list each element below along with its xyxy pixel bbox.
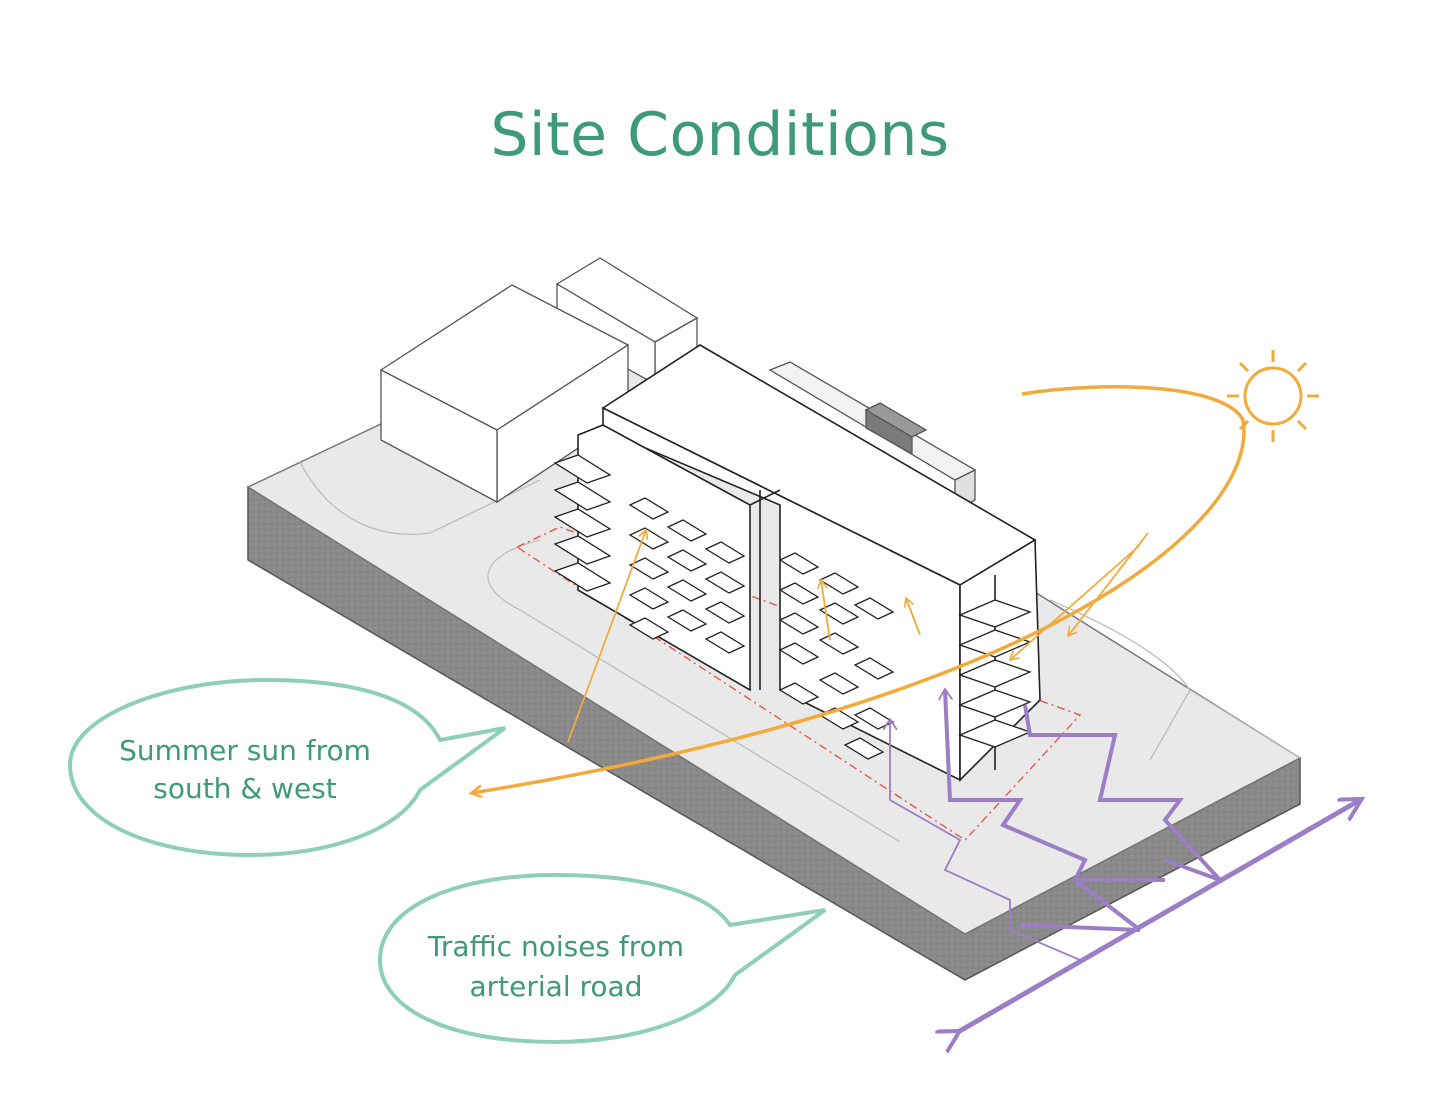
site-boundary [515,526,1082,841]
sun-rays [567,530,1149,743]
traffic-callout: Traffic noises from arterial road [377,872,827,1045]
sun-icon [1227,350,1319,442]
sun-callout-line1: Summer sun from [119,734,371,767]
traffic-callout-line2: arterial road [470,970,643,1003]
traffic-callout-line1: Traffic noises from [427,930,684,963]
sun-callout-line2: south & west [153,772,337,805]
sun-path-arrow [472,385,1246,793]
sun-callout: Summer sun from south & west [67,677,507,858]
page-title: Site Conditions [490,100,950,170]
balconies [553,454,1032,760]
road-double-arrow [958,800,1360,1032]
main-building [577,344,1041,782]
